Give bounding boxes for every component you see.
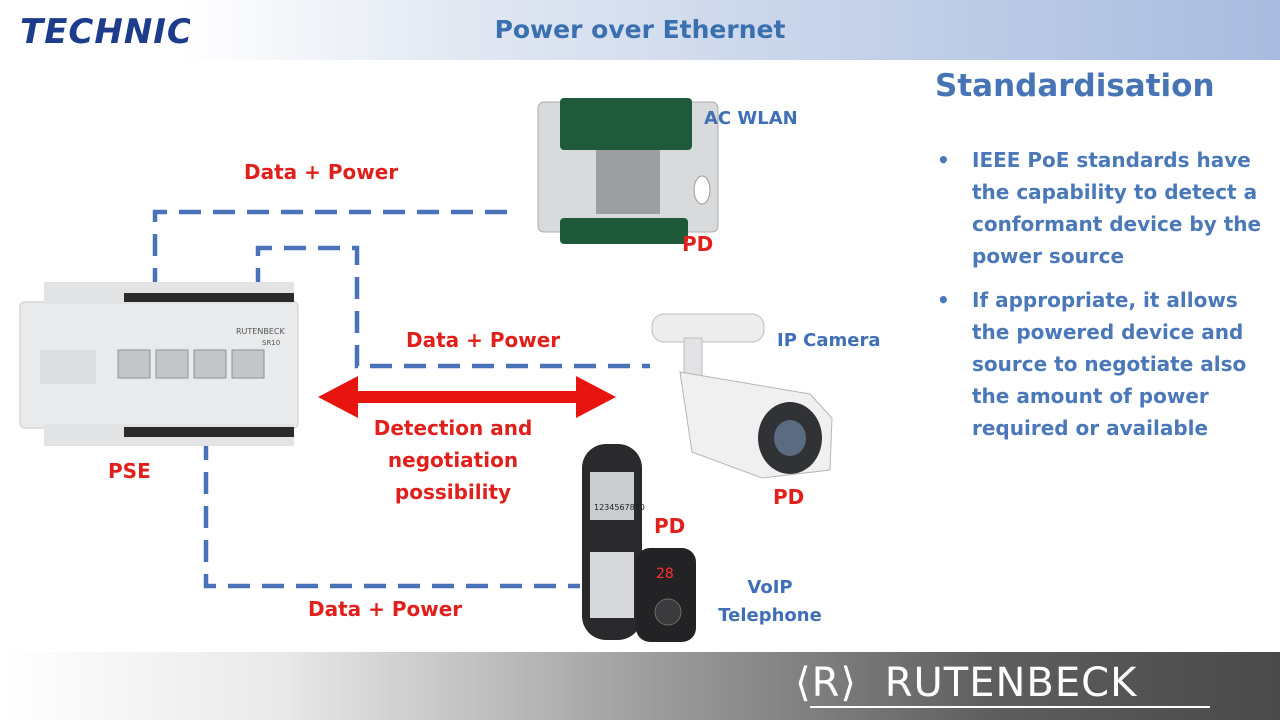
side-heading: Standardisation — [935, 68, 1215, 104]
bullet-text: IEEE PoE standards have the capability t… — [972, 148, 1262, 268]
wlan-role: PD — [682, 232, 714, 256]
negotiation-label-line: Detection and — [373, 416, 533, 440]
rutenbeck-logo: ⟨R⟩ RUTENBECK — [795, 660, 1137, 710]
footer-bar — [0, 652, 1280, 720]
rutenbeck-mark: ⟨R⟩ — [795, 660, 858, 706]
header-bar: TECHNIC Power over Ethernet — [0, 0, 1280, 60]
camera-role: PD — [773, 485, 805, 509]
negotiation-label-line: negotiation — [387, 448, 519, 472]
link-camera-label: Data + Power — [406, 328, 561, 352]
camera-name: IP Camera — [777, 330, 881, 351]
wlan-device — [537, 98, 719, 244]
link-phone-line — [203, 438, 580, 589]
phone-role: PD — [654, 514, 686, 538]
pse-switch: RUTENBECK SR10 — [19, 282, 299, 446]
ip-camera — [651, 313, 833, 479]
svg-text:1234567890: 1234567890 — [594, 503, 645, 512]
side-bullet-list: • IEEE PoE standards have the capability… — [935, 144, 1265, 456]
voip-phone: 1234567890 28 — [582, 444, 696, 642]
link-wlan-line — [152, 209, 510, 290]
phone-name-line: VoIP — [747, 577, 793, 598]
negotiation-label-line: possibility — [394, 480, 512, 504]
pse-label: PSE — [108, 459, 151, 483]
bullet-item: • If appropriate, it allows the powered … — [935, 284, 1265, 444]
bullet-icon: • — [937, 288, 950, 312]
negotiation-arrow — [318, 376, 616, 418]
wlan-name: AC WLAN — [704, 108, 798, 129]
link-wlan-label: Data + Power — [244, 160, 399, 184]
phone-name-line: Telephone — [718, 605, 822, 626]
svg-text:RUTENBECK: RUTENBECK — [236, 327, 285, 336]
technic-logo: TECHNIC — [20, 12, 190, 50]
negotiation-label: Detection and negotiation possibility — [360, 412, 546, 508]
bullet-item: • IEEE PoE standards have the capability… — [935, 144, 1265, 272]
svg-text:TECHNIC: TECHNIC — [20, 12, 190, 50]
phone-name: VoIP Telephone — [716, 574, 824, 630]
link-camera-line — [255, 245, 650, 369]
link-phone-label: Data + Power — [308, 597, 463, 621]
footer-rule — [810, 706, 1210, 708]
bullet-text: If appropriate, it allows the powered de… — [972, 288, 1247, 440]
rutenbeck-wordmark: RUTENBECK — [884, 660, 1138, 706]
bullet-icon: • — [937, 148, 950, 172]
svg-text:28: 28 — [656, 566, 674, 582]
page-title: Power over Ethernet — [494, 15, 786, 44]
svg-text:SR10: SR10 — [262, 339, 280, 347]
